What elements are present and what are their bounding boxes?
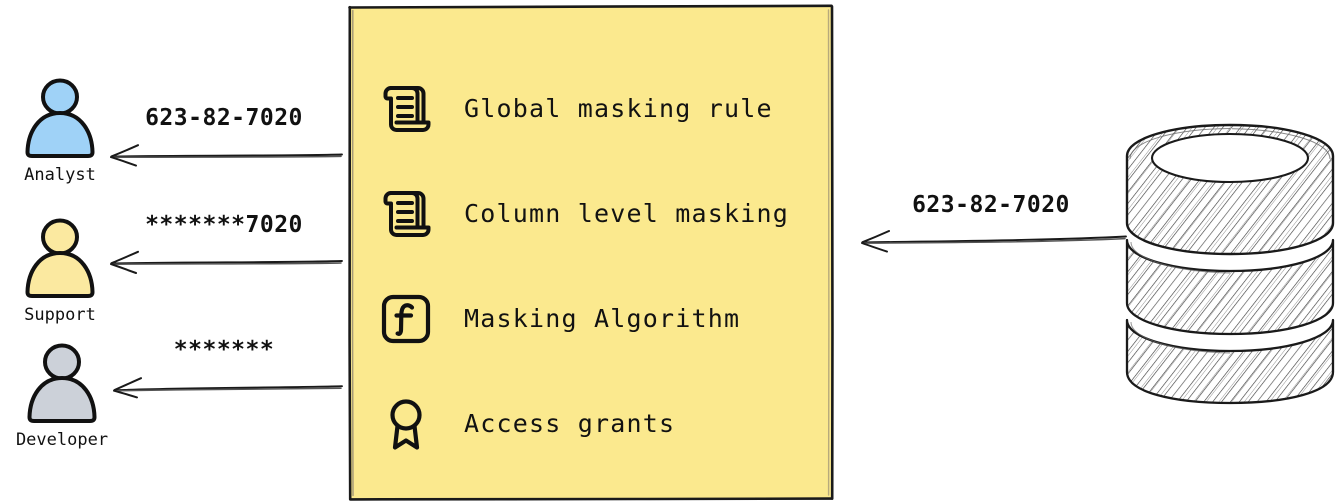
flow-to-analyst: 623-82-7020 — [105, 105, 343, 167]
policy-item-label: Global masking rule — [464, 94, 773, 123]
award-ribbon-icon — [376, 394, 436, 454]
flow-label: 623-82-7020 — [145, 105, 303, 131]
consumer-label: Analyst — [24, 165, 96, 185]
policy-item-column-level-masking[interactable]: Column level masking — [376, 161, 834, 266]
flow-label: 623-82-7020 — [912, 192, 1070, 218]
consumer-label: Developer — [15, 430, 109, 450]
person-icon — [25, 218, 95, 298]
arrow-left-icon — [113, 377, 343, 399]
arrow-left-icon — [110, 144, 343, 167]
scroll-icon — [376, 184, 436, 244]
policy-item-list: Global masking rule Column level masking — [346, 4, 834, 501]
function-icon — [376, 289, 436, 349]
person-icon — [27, 343, 97, 423]
person-icon — [25, 78, 95, 158]
flow-to-developer: ******* — [105, 337, 343, 399]
scroll-icon — [376, 79, 436, 139]
consumer-developer[interactable]: Developer — [2, 343, 122, 450]
consumer-support[interactable]: Support — [0, 218, 120, 325]
policy-item-access-grants[interactable]: Access grants — [376, 371, 834, 476]
arrow-left-icon — [861, 230, 1127, 253]
flow-label: *******7020 — [145, 212, 303, 238]
policy-box-background — [347, 4, 834, 501]
policy-item-label: Masking Algorithm — [464, 304, 741, 333]
policy-item-label: Access grants — [464, 409, 676, 438]
policy-item-label: Column level masking — [464, 199, 790, 228]
consumer-label: Support — [24, 305, 96, 325]
flow-to-support: *******7020 — [105, 212, 343, 274]
flow-from-database: 623-82-7020 — [855, 192, 1127, 254]
database-cylinder-icon — [1125, 123, 1335, 405]
consumer-analyst[interactable]: Analyst — [0, 78, 120, 185]
policy-box[interactable]: Global masking rule Column level masking — [346, 4, 834, 501]
flow-label: ******* — [173, 337, 275, 363]
policy-item-global-masking-rule[interactable]: Global masking rule — [376, 56, 834, 161]
policy-item-masking-algorithm[interactable]: Masking Algorithm — [376, 266, 834, 371]
arrow-left-icon — [110, 250, 343, 274]
source-database[interactable] — [1120, 122, 1340, 407]
